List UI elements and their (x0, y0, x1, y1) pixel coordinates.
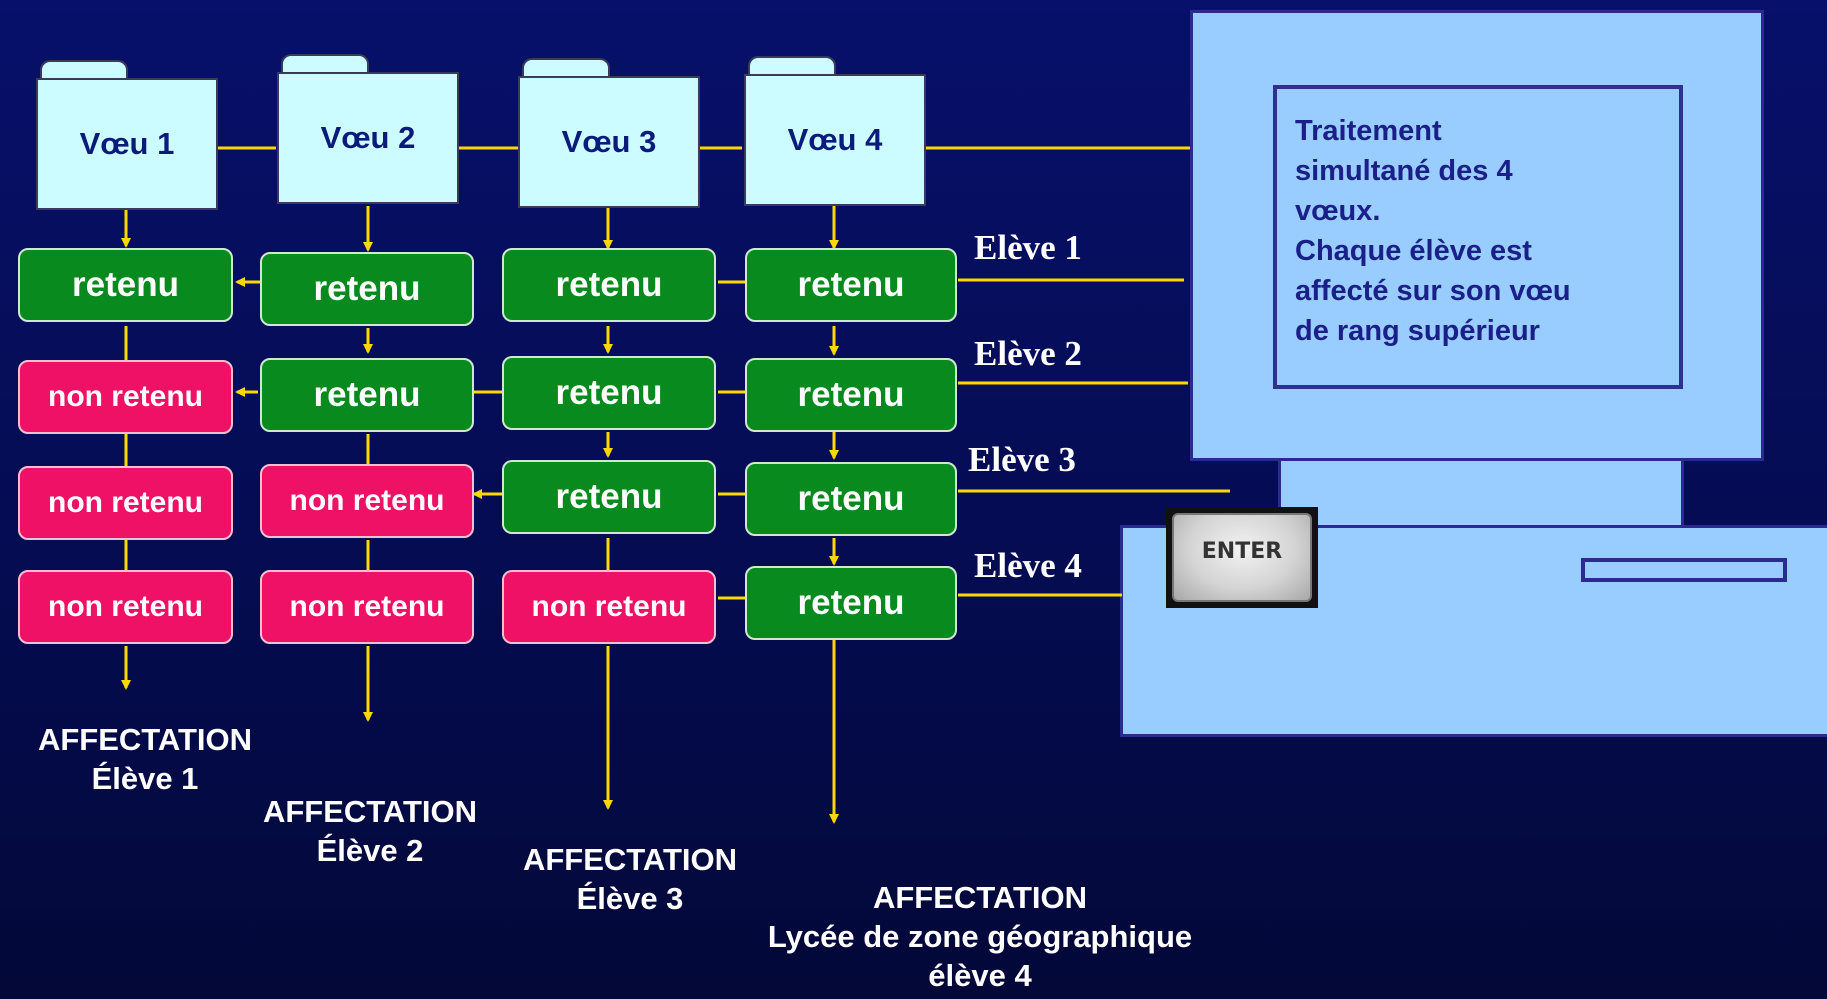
screen-line: Traitement (1295, 115, 1442, 147)
screen-line: de rang supérieur (1295, 315, 1540, 347)
affectation-detail: Élève 1 (91, 761, 199, 796)
result-box: retenu (18, 248, 233, 322)
result-box: retenu (745, 462, 957, 536)
affectation-eleve-3: AFFECTATION Élève 3 (490, 840, 770, 918)
affectation-detail: Élève 3 (576, 881, 684, 916)
affectation-title: AFFECTATION (522, 842, 738, 877)
disk-slot (1581, 558, 1787, 582)
enter-key-label: ENTER (1172, 513, 1312, 602)
result-box: non retenu (18, 360, 233, 434)
folder-voeu-1: Vœu 1 (36, 60, 218, 210)
affectation-detail: Élève 2 (316, 833, 424, 868)
eleve-label: Elève 3 (968, 440, 1076, 479)
eleve-label: Elève 2 (974, 334, 1082, 373)
affectation-title: AFFECTATION (262, 794, 478, 829)
result-box: retenu (502, 356, 716, 430)
folder-voeu-2: Vœu 2 (277, 54, 459, 204)
folder-label: Vœu 4 (744, 74, 926, 206)
screen-line: Chaque élève est (1295, 235, 1532, 267)
affectation-title: AFFECTATION (872, 880, 1088, 915)
enter-key: ENTER (1166, 507, 1318, 608)
folder-label: Vœu 1 (36, 78, 218, 210)
folder-label: Vœu 3 (518, 76, 700, 208)
screen-line: vœux. (1295, 195, 1381, 227)
result-box: non retenu (260, 570, 474, 644)
folder-label: Vœu 2 (277, 72, 459, 204)
screen-line: affecté sur son vœu (1295, 275, 1571, 307)
affectation-eleve-2: AFFECTATION Élève 2 (230, 792, 510, 870)
eleve-label: Elève 1 (974, 228, 1082, 267)
screen-line: simultané des 4 (1295, 155, 1513, 187)
result-box: retenu (745, 358, 957, 432)
result-box: retenu (502, 460, 716, 534)
result-box: retenu (502, 248, 716, 322)
result-box: non retenu (18, 570, 233, 644)
result-box: non retenu (502, 570, 716, 644)
result-box: non retenu (260, 464, 474, 538)
result-box: non retenu (18, 466, 233, 540)
affectation-title: AFFECTATION (37, 722, 253, 757)
affectation-eleve-4: AFFECTATION Lycée de zone géographique é… (700, 878, 1260, 995)
folder-voeu-4: Vœu 4 (744, 56, 926, 206)
result-box: retenu (745, 566, 957, 640)
affectation-detail-2: élève 4 (928, 958, 1032, 993)
result-box: retenu (260, 252, 474, 326)
result-box: retenu (745, 248, 957, 322)
monitor-screen-text: Traitement simultané des 4 vœux. Chaque … (1273, 85, 1683, 389)
affectation-eleve-1: AFFECTATION Élève 1 (10, 720, 280, 798)
folder-voeu-3: Vœu 3 (518, 58, 700, 208)
affectation-detail: Lycée de zone géographique (767, 919, 1193, 954)
result-box: retenu (260, 358, 474, 432)
monitor-neck (1278, 461, 1684, 528)
eleve-label: Elève 4 (974, 546, 1082, 585)
